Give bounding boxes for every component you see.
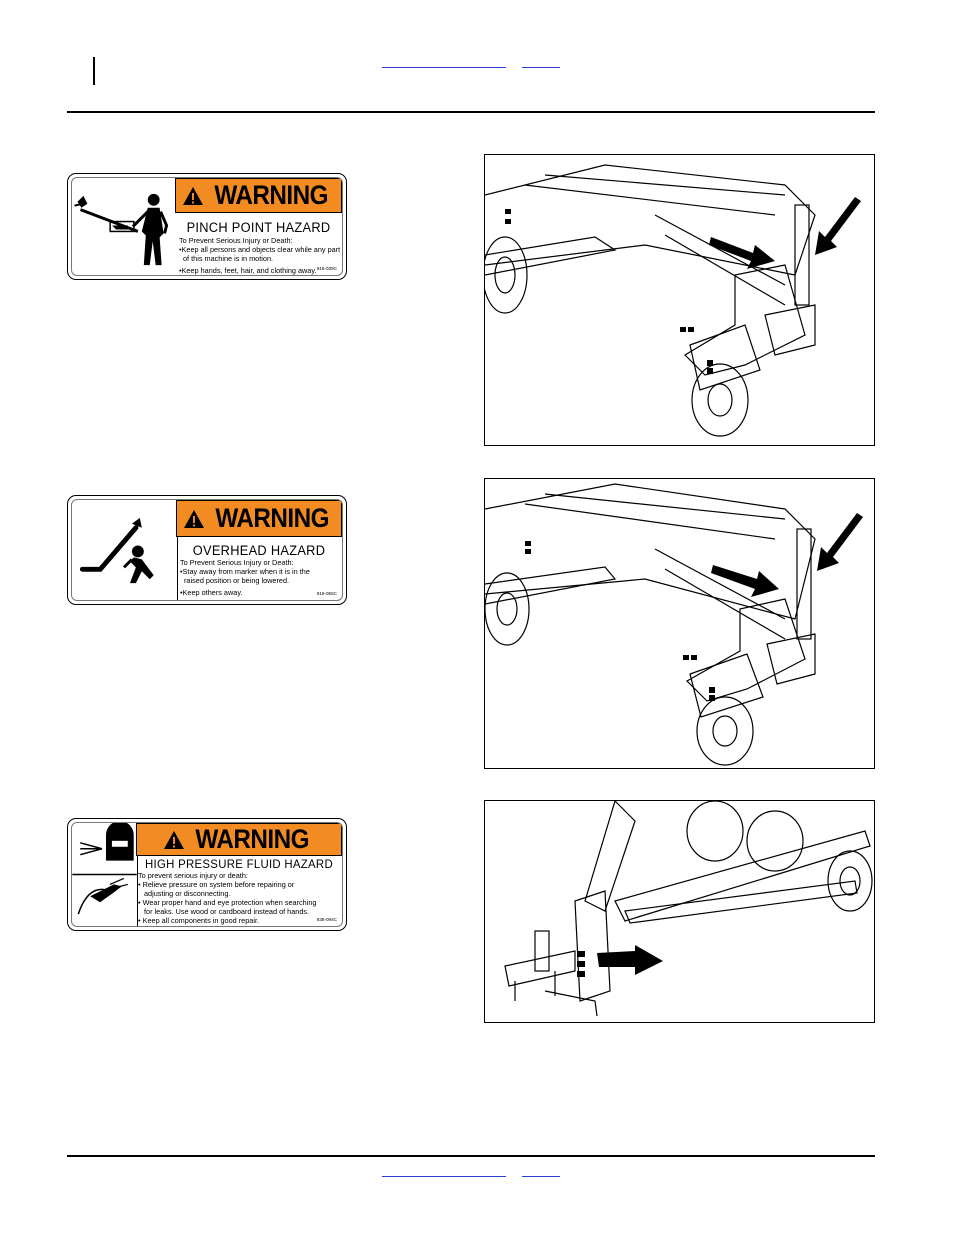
decal-code: 818-039C [316, 266, 337, 271]
decal-location-photo-3 [484, 800, 875, 1023]
warning-banner: WARNING [136, 823, 342, 856]
overhead-hazard-pictogram-icon [72, 500, 178, 600]
warning-banner: WARNING [176, 500, 342, 537]
decal-line: •Keep others away. [180, 588, 243, 597]
decal-instructions: To Prevent Serious Injury or Death: •Sta… [180, 558, 338, 597]
overhead-warning-panel: WARNING OVERHEAD HAZARD To Prevent Serio… [176, 500, 342, 600]
alert-triangle-icon [183, 509, 204, 528]
bottom-rule [67, 1155, 875, 1157]
decal-line: •Stay away from marker when it is in the [180, 567, 310, 576]
decal-line: To Prevent Serious Injury or Death: [179, 236, 293, 245]
decal-line: • Relieve pressure on system before repa… [138, 880, 295, 889]
decal-line: •Keep hands, feet, hair, and clothing aw… [179, 266, 317, 275]
header-link-2[interactable] [522, 57, 560, 68]
footer-link-1[interactable] [382, 1166, 506, 1177]
decal-line: of this machine is in motion. [183, 254, 274, 263]
hazard-title: PINCH POINT HAZARD [186, 220, 331, 235]
top-rule [67, 111, 875, 113]
high-pressure-fluid-decal: WARNING HIGH PRESSURE FLUID HAZARD To pr… [67, 818, 347, 931]
alert-triangle-icon [183, 186, 204, 205]
warning-signal-word: WARNING [215, 503, 329, 533]
pinch-point-pictogram-icon [72, 178, 177, 275]
implement-drawing-2 [485, 483, 863, 766]
decal-line: for leaks. Use wood or cardboard instead… [144, 907, 310, 916]
decal-line: To prevent serious injury or death: [138, 871, 248, 880]
warning-banner: WARNING [175, 178, 342, 213]
decal-line: • Wear proper hand and eye protection wh… [138, 898, 317, 907]
decal-instructions: To prevent serious injury or death: • Re… [138, 871, 338, 925]
warning-signal-word: WARNING [195, 824, 309, 854]
footer-links [382, 1166, 560, 1177]
hazard-title: HIGH PRESSURE FLUID HAZARD [145, 857, 333, 871]
decal-line: adjusting or disconnecting. [144, 889, 231, 898]
high-pressure-fluid-pictogram-icon [72, 823, 138, 926]
decal-code: 838-094C [316, 917, 337, 922]
footer-link-2[interactable] [522, 1166, 560, 1177]
decal-code: 818-055C [316, 591, 337, 596]
decal-line: •Keep all persons and objects clear whil… [179, 245, 341, 254]
decal-line: • Keep all components in good repair. [138, 916, 260, 925]
decal-instructions: To Prevent Serious Injury or Death: •Kee… [179, 236, 341, 275]
header-link-1[interactable] [382, 57, 506, 68]
alert-triangle-icon [163, 830, 184, 849]
implement-drawing-3 [504, 801, 873, 1017]
overhead-hazard-decal: WARNING OVERHEAD HAZARD To Prevent Serio… [67, 495, 347, 605]
decal-location-photo-2 [484, 478, 875, 769]
pinch-point-decal: WARNING PINCH POINT HAZARD To Prevent Se… [67, 173, 347, 280]
decal-line: To Prevent Serious Injury or Death: [180, 558, 294, 567]
header-page-bar [93, 57, 95, 85]
decal-location-photo-1 [484, 154, 875, 446]
pinch-point-warning-panel: WARNING PINCH POINT HAZARD To Prevent Se… [175, 178, 342, 275]
header-links [382, 57, 560, 68]
hazard-title: OVERHEAD HAZARD [192, 543, 326, 558]
warning-signal-word: WARNING [214, 180, 329, 210]
high-pressure-warning-panel: WARNING HIGH PRESSURE FLUID HAZARD To pr… [136, 823, 342, 926]
decal-line: raised position or being lowered. [184, 576, 290, 585]
implement-drawing-1 [485, 164, 861, 437]
